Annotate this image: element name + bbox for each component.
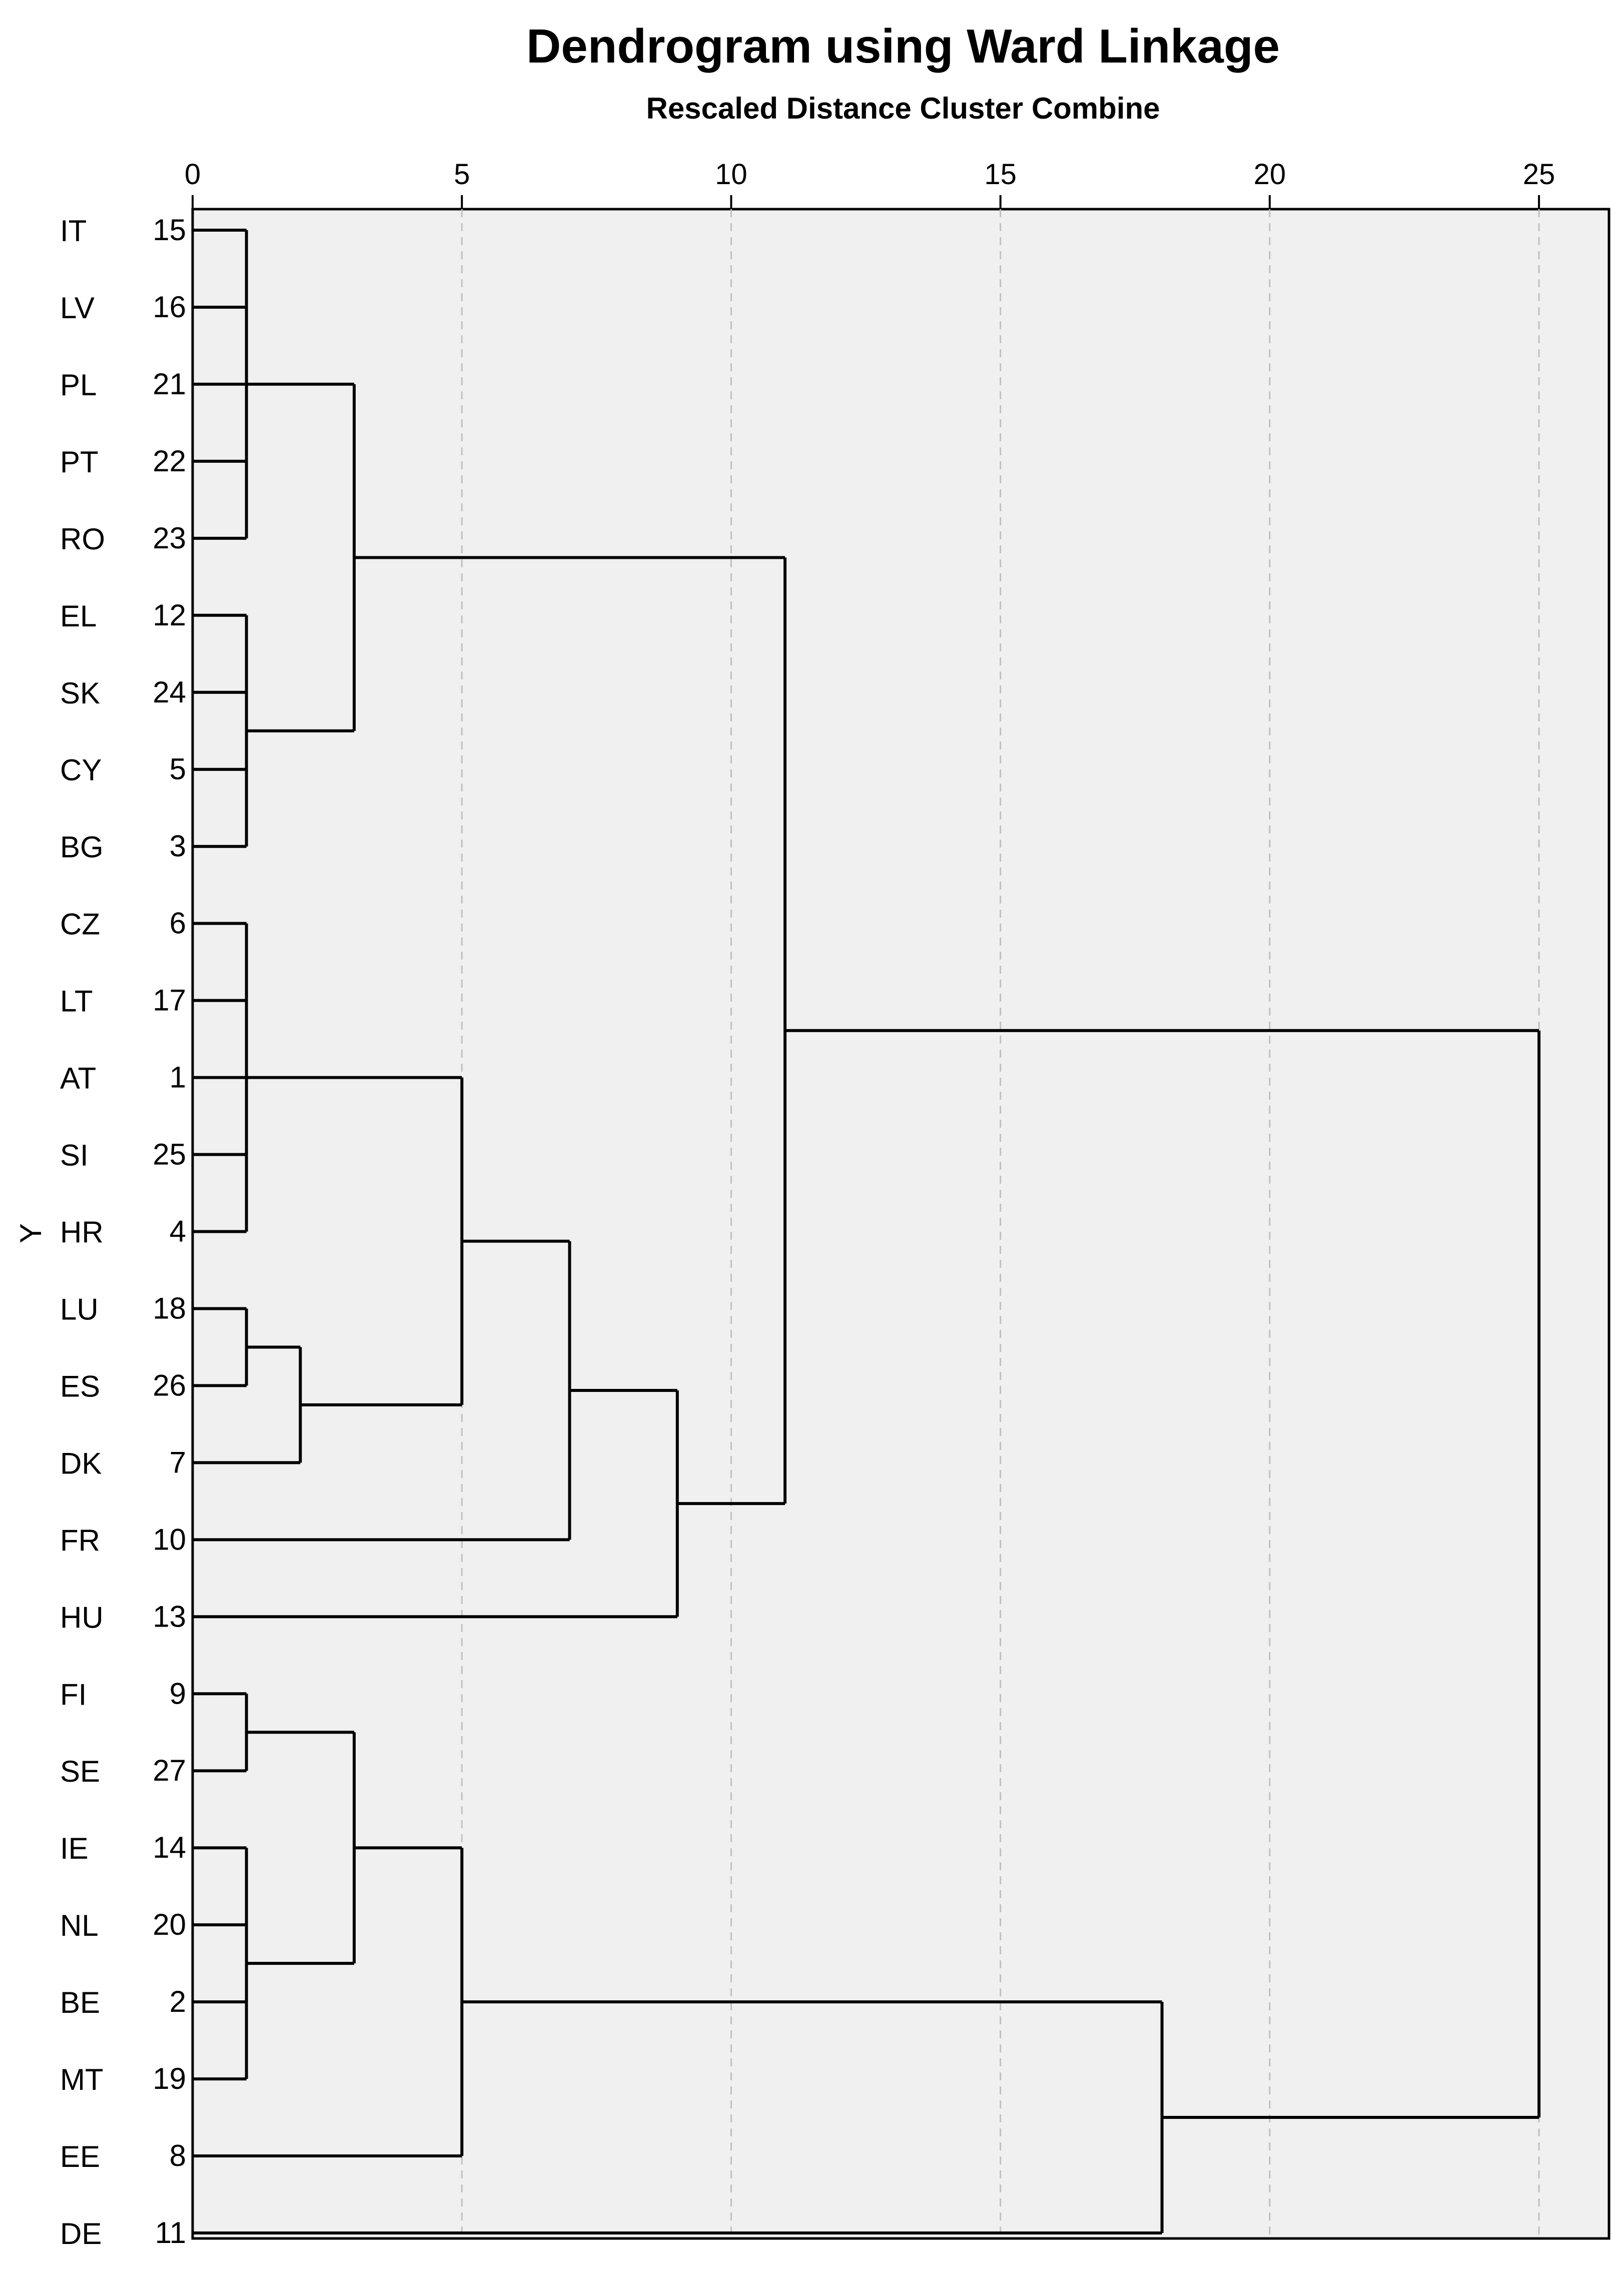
x-tick-label: 20 (1254, 158, 1286, 191)
leaf-label: IE (60, 1832, 89, 1865)
leaf-label: CZ (60, 908, 100, 941)
leaf-label: FI (60, 1678, 87, 1711)
leaf-label: SI (60, 1139, 89, 1172)
leaf-label: NL (60, 1909, 99, 1942)
leaf-label: LV (60, 291, 95, 325)
leaf-label: EL (60, 599, 97, 633)
cluster-links (193, 229, 1541, 2234)
leaf-case-number: 11 (155, 2216, 186, 2249)
leaf-label: CY (60, 753, 102, 787)
leaf-label: SE (60, 1755, 100, 1788)
leaf-case-number: 7 (170, 1445, 186, 1479)
leaf-label: LU (60, 1292, 99, 1326)
leaf-case-number: 14 (153, 1831, 186, 1864)
x-axis-ticks: 0 5 10 15 20 25 (185, 158, 1555, 209)
leaf-label: BG (60, 831, 104, 864)
x-tick-label: 10 (715, 158, 747, 191)
x-tick-label: 5 (454, 158, 470, 191)
leaf-case-number: 17 (153, 984, 186, 1017)
leaf-case-number: 13 (153, 1600, 186, 1633)
leaf-label: EE (60, 2140, 100, 2173)
leaf-case-number: 25 (153, 1138, 186, 1171)
leaf-label: DE (60, 2217, 102, 2250)
leaf-label: LT (60, 985, 93, 1018)
leaf-label: IT (60, 214, 87, 248)
leaf-case-number: 2 (170, 1985, 186, 2018)
leaf-label: HR (60, 1216, 104, 1249)
leaf-case-number: 9 (170, 1677, 186, 1710)
leaf-label: RO (60, 522, 105, 556)
leaf-case-number: 3 (170, 830, 186, 863)
leaf-case-number: 8 (170, 2139, 186, 2172)
chart-subtitle: Rescaled Distance Cluster Combine (646, 92, 1160, 125)
leaf-case-number: 12 (153, 598, 186, 632)
leaf-label: BE (60, 1986, 100, 2019)
leaf-case-number: 21 (153, 367, 186, 401)
leaf-case-number: 19 (153, 2062, 186, 2095)
leaf-case-number: 5 (170, 752, 186, 786)
x-tick-label: 25 (1523, 158, 1555, 191)
leaf-case-number: 18 (153, 1291, 186, 1325)
leaf-case-number: 10 (153, 1523, 186, 1556)
leaf-case-number: 23 (153, 521, 186, 555)
leaf-label: HU (60, 1601, 104, 1634)
leaf-case-number: 1 (170, 1061, 186, 1094)
leaf-case-number: 26 (153, 1368, 186, 1402)
y-axis-label: Y (14, 1223, 48, 1243)
chart-title: Dendrogram using Ward Linkage (526, 20, 1280, 73)
leaf-case-number: 27 (153, 1754, 186, 1787)
x-tick-label: 15 (984, 158, 1017, 191)
leaf-case-number: 4 (170, 1215, 186, 1248)
leaf-label: MT (60, 2063, 104, 2096)
leaf-label: AT (60, 1062, 96, 1095)
leaf-case-number: 20 (153, 1908, 186, 1941)
plot-area (191, 208, 1610, 2240)
leaf-label: PL (60, 368, 97, 402)
leaf-label: PT (60, 445, 99, 479)
leaf-label: DK (60, 1446, 102, 1480)
leaf-case-number: 6 (170, 907, 186, 940)
leaf-label: SK (60, 676, 100, 710)
leaf-case-number: 22 (153, 444, 186, 478)
x-tick-label: 0 (185, 158, 201, 191)
leaf-case-number: 15 (153, 213, 186, 247)
leaf-label: ES (60, 1369, 100, 1403)
leaf-label: FR (60, 1524, 100, 1557)
leaf-case-number: 16 (153, 290, 186, 324)
leaf-case-number: 24 (153, 675, 186, 709)
